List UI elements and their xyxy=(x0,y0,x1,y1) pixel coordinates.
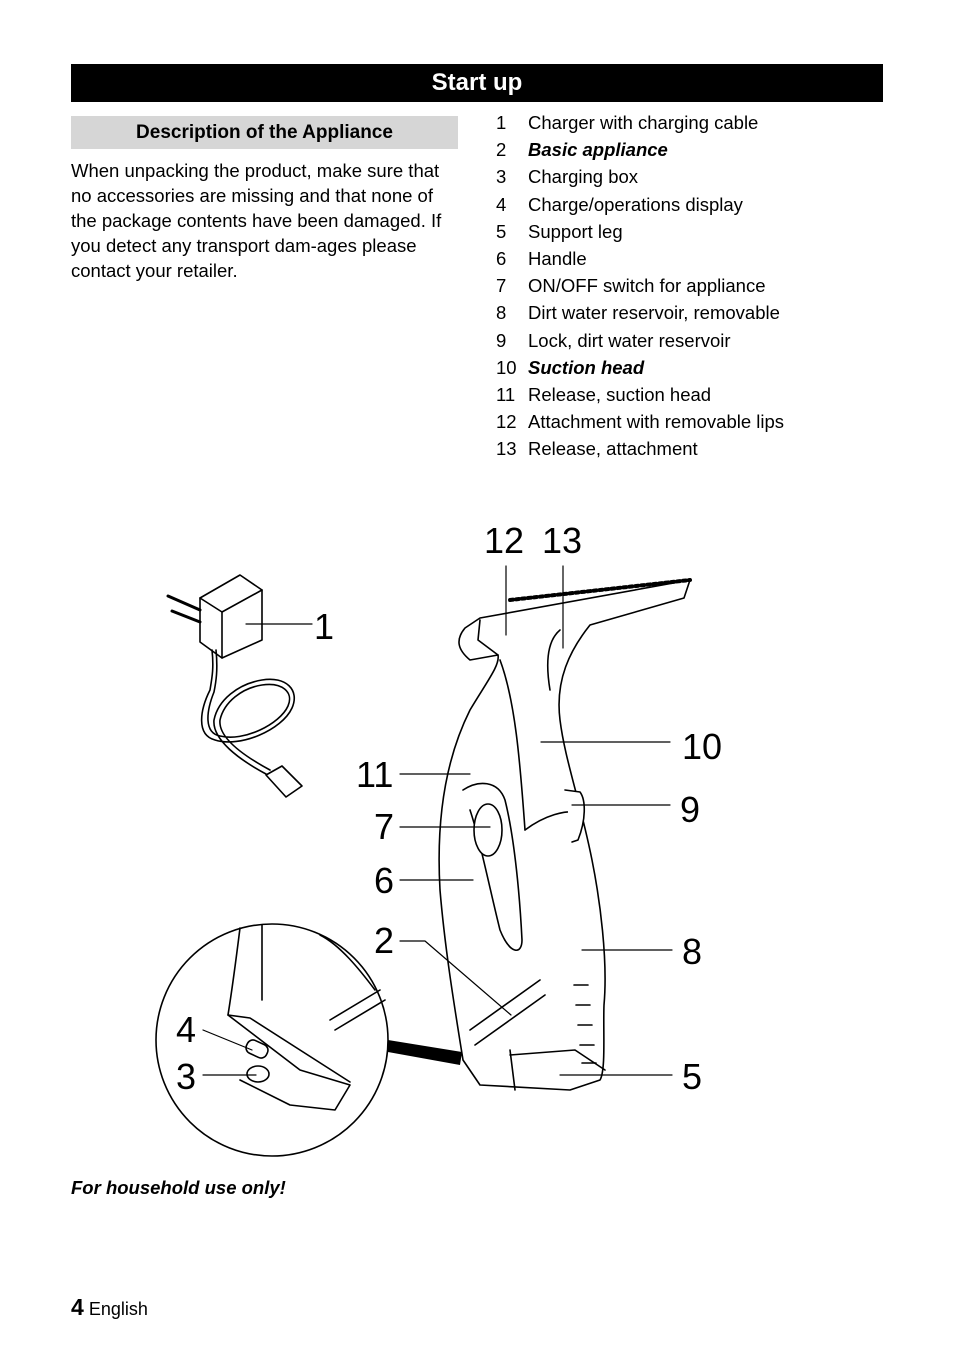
part-number: 11 xyxy=(496,383,516,405)
detail-magnifier xyxy=(155,923,462,1157)
callout-9: 9 xyxy=(680,789,700,830)
part-label: Basic appliance xyxy=(528,139,668,161)
part-number: 4 xyxy=(496,193,507,215)
part-number: 3 xyxy=(496,166,507,188)
callout-3: 3 xyxy=(176,1056,196,1097)
page-footer: 4 English xyxy=(71,1294,148,1321)
appliance-illustration: 1 12 13 10 11 9 7 6 2 8 4 3 5 xyxy=(155,520,722,1157)
callout-8: 8 xyxy=(682,931,702,972)
part-item: 8 Dirt water reservoir, removable xyxy=(496,299,896,326)
intro-paragraph: When unpacking the product, make sure th… xyxy=(71,160,442,281)
part-item: 11 Release, suction head xyxy=(496,381,896,408)
part-label: Charge/operations display xyxy=(528,193,743,215)
callout-10: 10 xyxy=(682,726,722,767)
part-item: 12 Attachment with removable lips xyxy=(496,408,896,435)
part-number: 6 xyxy=(496,247,507,269)
part-item: 5 Support leg xyxy=(496,218,896,245)
part-number: 13 xyxy=(496,438,517,460)
callout-5: 5 xyxy=(682,1056,702,1097)
part-number: 1 xyxy=(496,112,507,133)
part-item: 2 Basic appliance xyxy=(496,136,896,163)
part-number: 12 xyxy=(496,411,517,433)
window-vacuum-drawing xyxy=(438,578,692,1091)
part-label: Lock, dirt water reservoir xyxy=(528,329,731,351)
part-label: Release, suction head xyxy=(528,383,712,405)
part-item: 10 Suction head xyxy=(496,354,896,381)
charger-drawing xyxy=(166,574,303,798)
callout-6: 6 xyxy=(374,860,394,901)
callout-13: 13 xyxy=(542,520,582,561)
section-title: Start up xyxy=(71,64,883,102)
part-label: Dirt water reservoir, removable xyxy=(528,302,780,324)
page-number: 4 xyxy=(71,1294,84,1320)
part-item: 4 Charge/operations display xyxy=(496,191,896,218)
part-item: 3 Charging box xyxy=(496,163,896,190)
part-label: Handle xyxy=(528,247,587,269)
part-number: 9 xyxy=(496,329,507,351)
subsection-title: Description of the Appliance xyxy=(71,116,458,149)
footer-language: English xyxy=(88,1299,148,1319)
part-label: Suction head xyxy=(528,356,645,378)
part-label: Attachment with removable lips xyxy=(528,411,785,433)
part-label: Charging box xyxy=(528,166,639,188)
parts-list: 1 Charger with charging cable 2 Basic appl… xyxy=(496,109,896,462)
callout-4: 4 xyxy=(176,1009,196,1050)
part-label: Charger with charging cable xyxy=(528,112,759,133)
part-item: 9 Lock, dirt water reservoir xyxy=(496,327,896,354)
part-label: Support leg xyxy=(528,220,623,242)
part-number: 7 xyxy=(496,275,507,297)
callout-leader-lines xyxy=(202,565,673,1076)
part-item: 13 Release, attachment xyxy=(496,435,896,462)
callout-1: 1 xyxy=(314,606,334,647)
part-number: 10 xyxy=(496,356,517,378)
part-number: 5 xyxy=(496,220,507,242)
callout-11: 11 xyxy=(356,754,393,795)
part-label: Release, attachment xyxy=(528,438,698,460)
part-number: 8 xyxy=(496,302,507,324)
part-item: 6 Handle xyxy=(496,245,896,272)
part-label: ON/OFF switch for appliance xyxy=(528,275,766,297)
household-use-note: For household use only! xyxy=(71,1177,286,1198)
part-item: 7 ON/OFF switch for appliance xyxy=(496,272,896,299)
callout-7: 7 xyxy=(374,806,394,847)
part-number: 2 xyxy=(496,139,507,161)
callout-12: 12 xyxy=(484,520,524,561)
callout-2: 2 xyxy=(374,920,394,961)
part-item: 1 Charger with charging cable xyxy=(496,109,896,136)
